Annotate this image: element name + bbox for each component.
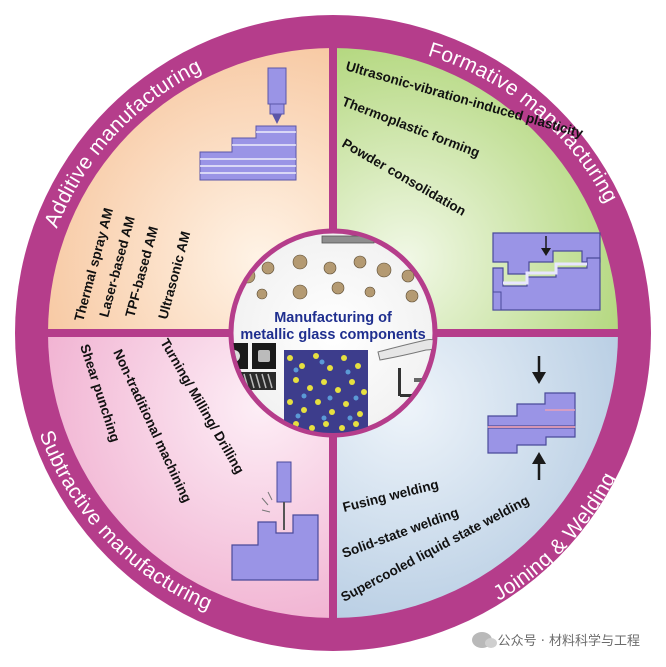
additive-printer-icon xyxy=(199,67,297,181)
formative-mold-icon xyxy=(492,232,601,311)
watermark-text: 公众号 · 材料科学与工程 xyxy=(497,634,640,649)
watermark: 公众号 · 材料科学与工程 xyxy=(471,630,640,649)
center-circle xyxy=(228,228,438,438)
wechat-icon xyxy=(471,631,497,648)
subtractive-drill-icon xyxy=(231,461,319,581)
center-title-line2: metallic glass components xyxy=(240,327,425,343)
atomic-structure-image xyxy=(284,350,368,433)
center-title-line1: Manufacturing of xyxy=(274,310,392,326)
joining-weld-icon xyxy=(487,356,576,480)
